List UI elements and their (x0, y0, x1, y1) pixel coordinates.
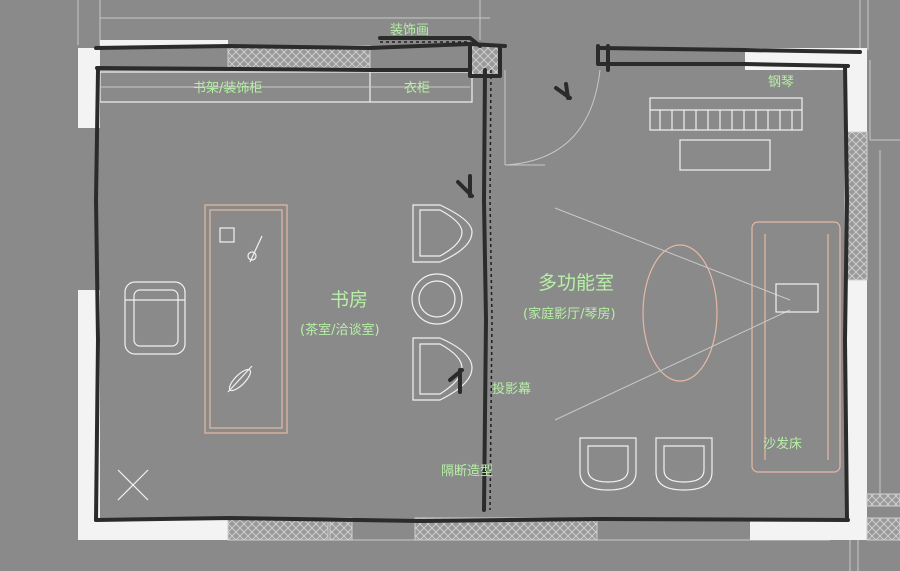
label-sofa-bed: 沙发床 (763, 436, 802, 452)
label-decor-painting: 装饰画 (390, 23, 429, 38)
pillar-top-strip (100, 40, 228, 48)
pillar-bottom-left (78, 518, 228, 540)
bookshelf-cabinet (99, 71, 473, 103)
label-screen: 投影幕 (492, 381, 531, 397)
plant-marker (117, 469, 149, 501)
labels: 装饰画 书架/装饰柜 衣柜 钢琴 书房 (茶室/洽谈室) 多功能室 (家庭影厅/… (193, 23, 802, 479)
label-study-sub: (茶室/洽谈室) (300, 322, 380, 338)
label-wardrobe: 衣柜 (404, 80, 430, 96)
piano (649, 97, 803, 171)
label-partition: 隔断造型 (441, 464, 493, 479)
piano-keys (659, 110, 793, 130)
label-multi-room-sub: (家庭影厅/琴房) (523, 306, 616, 322)
lounge-chairs (579, 437, 713, 491)
sofa-bed (751, 221, 841, 473)
label-multi-room: 多功能室 (538, 272, 614, 294)
pillar-right-lower (845, 280, 867, 540)
door-swing (504, 69, 601, 166)
oval-table (642, 244, 718, 382)
armchair (124, 281, 186, 355)
label-bookshelf: 书架/装饰柜 (193, 81, 262, 96)
label-piano: 钢琴 (768, 75, 794, 90)
pillar-right-mid (845, 70, 867, 132)
pillar-top-left (78, 48, 100, 128)
piano-bench (679, 139, 771, 171)
pillar-bottom-right (750, 518, 867, 540)
desk (204, 204, 288, 434)
label-study: 书房 (330, 289, 368, 311)
projector-cone (554, 207, 791, 421)
walls (94, 36, 862, 523)
